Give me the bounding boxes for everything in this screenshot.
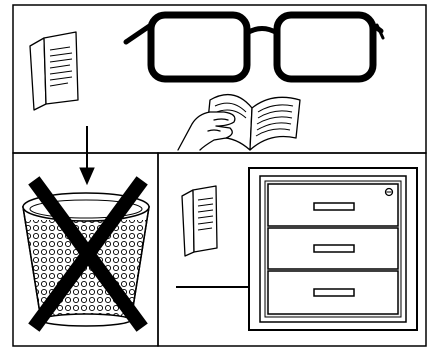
cabinet-drawer: [268, 184, 398, 226]
cabinet-drawer: [268, 271, 398, 314]
arrow-down-icon: [80, 126, 94, 184]
panel-do-not-discard: [20, 186, 152, 330]
panel-keep-for-reference: [176, 168, 417, 330]
eyeglasses-icon: [126, 15, 383, 79]
filing-cabinet-icon: [249, 168, 417, 330]
cabinet-drawer: [268, 228, 398, 269]
leaflet-icon: [30, 32, 78, 110]
panel-read: [30, 15, 383, 184]
leaflet-icon: [182, 186, 217, 256]
hand-icon: [178, 112, 235, 150]
